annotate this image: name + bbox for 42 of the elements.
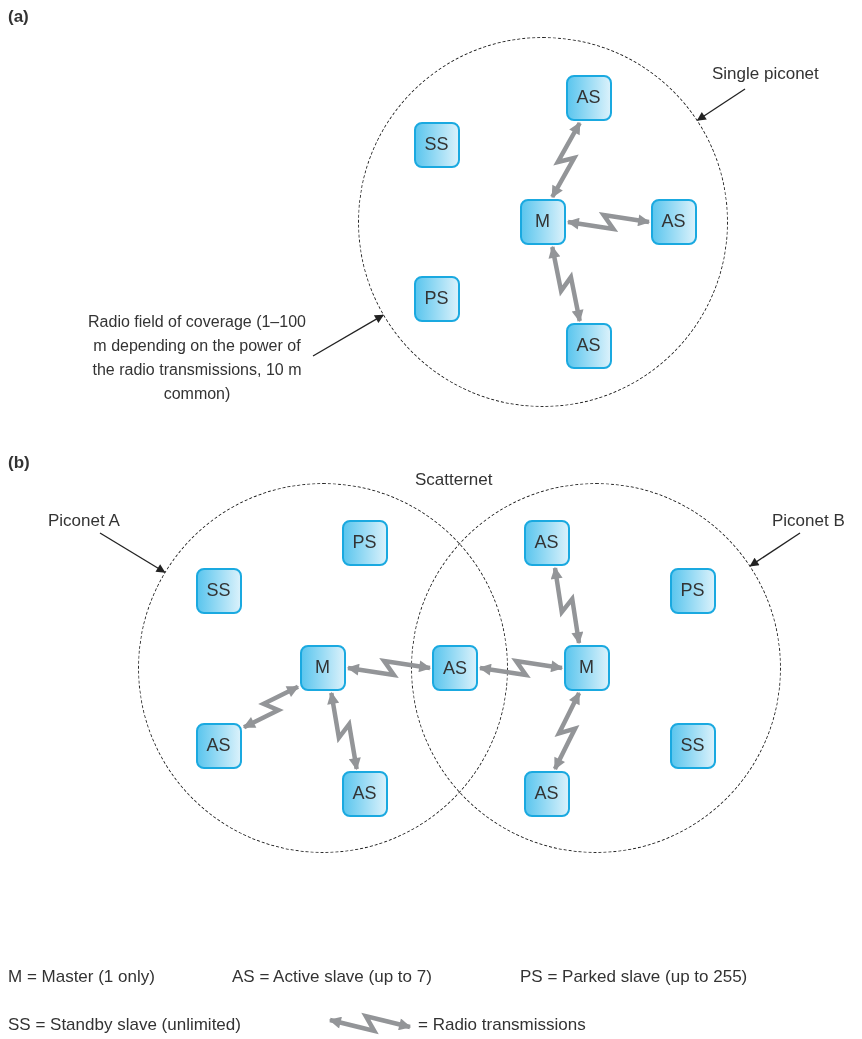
radio-transmission-arrow [550, 121, 582, 199]
device-box: M [563, 644, 610, 691]
device-box: PS [341, 519, 388, 566]
callout-text: Piconet B [772, 509, 862, 533]
radio-transmission-arrow [550, 566, 584, 645]
leader-arrow [312, 314, 384, 357]
radio-transmission-arrow [327, 691, 361, 771]
radio-transmission-arrow [548, 245, 584, 323]
callout-text: Single piconet [712, 62, 842, 86]
device-box: PS [669, 567, 716, 614]
radio-transmission-arrow [566, 211, 651, 233]
legend-text: AS = Active slave (up to 7) [232, 966, 432, 988]
legend-text: SS = Standby slave (unlimited) [8, 1014, 241, 1036]
device-box: AS [565, 322, 612, 369]
device-box: SS [669, 722, 716, 769]
radio-transmission-arrow [346, 658, 432, 678]
device-box: SS [413, 121, 460, 168]
callout-text: Piconet A [48, 509, 148, 533]
device-box: SS [195, 567, 242, 614]
device-box: AS [432, 645, 478, 691]
radio-transmission-arrow [478, 658, 564, 678]
legend-text: M = Master (1 only) [8, 966, 155, 988]
legend-text: = Radio transmissions [418, 1014, 586, 1036]
device-box: AS [341, 770, 388, 817]
device-box: AS [523, 770, 570, 817]
radio-transmission-arrow [552, 691, 582, 771]
leader-arrow [99, 532, 166, 573]
device-box: AS [565, 74, 612, 121]
device-box: AS [195, 722, 242, 769]
panel-label: (a) [8, 6, 29, 28]
panel-label: (b) [8, 452, 30, 474]
leader-arrow [696, 88, 746, 121]
device-box: AS [650, 198, 697, 245]
diagram-label: Scatternet [415, 469, 493, 491]
radio-transmission-arrow [242, 684, 300, 730]
device-box: AS [523, 519, 570, 566]
leader-arrow [749, 532, 801, 567]
device-box: M [519, 198, 566, 245]
callout-text: Radio field of coverage (1–100 m depending on the power of the radio transmissions, 10 m common) [88, 310, 306, 410]
device-box: M [299, 644, 346, 691]
device-box: PS [413, 275, 460, 322]
legend-text: PS = Parked slave (up to 255) [520, 966, 748, 988]
